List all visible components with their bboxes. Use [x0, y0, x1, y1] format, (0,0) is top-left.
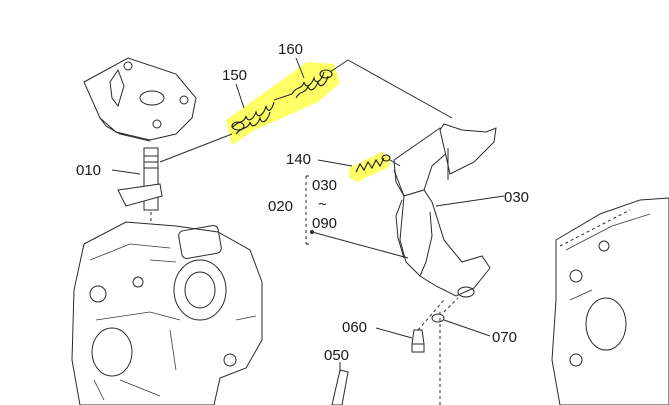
leader-060 [375, 327, 413, 339]
leader-140 [317, 159, 353, 167]
label-tilde: ~ [318, 196, 327, 213]
label-060: 060 [342, 319, 367, 336]
washer-070 [431, 297, 459, 323]
leader-030-right [435, 195, 505, 207]
leader-090 [311, 231, 409, 259]
leader-150 [235, 83, 245, 109]
label-070: 070 [492, 329, 517, 346]
leader-090-dot [310, 230, 314, 234]
group-bracket-020 [305, 175, 312, 245]
engine-housing-left [71, 221, 263, 405]
label-020: 020 [268, 198, 293, 215]
bracket-plate [83, 57, 197, 142]
spring-160 [291, 69, 333, 99]
fork-lever-030 [393, 123, 497, 298]
highlight-spring-140 [349, 152, 391, 182]
spring-150 [231, 101, 275, 135]
shaft-010 [117, 147, 163, 280]
label-030-fork: 030 [504, 189, 529, 206]
label-160: 160 [278, 41, 303, 58]
leader-010 [111, 169, 141, 175]
spring-140 [355, 154, 391, 173]
label-140: 140 [286, 151, 311, 168]
label-090: 090 [312, 215, 337, 232]
label-030-group: 030 [312, 177, 337, 194]
label-010: 010 [76, 162, 101, 179]
leader-070 [443, 319, 491, 337]
rod-050 [331, 312, 441, 405]
label-150: 150 [222, 67, 247, 84]
engine-housing-right [551, 197, 669, 405]
label-050: 050 [324, 347, 349, 364]
leader-160 [295, 57, 305, 79]
bolt-060 [411, 299, 445, 353]
